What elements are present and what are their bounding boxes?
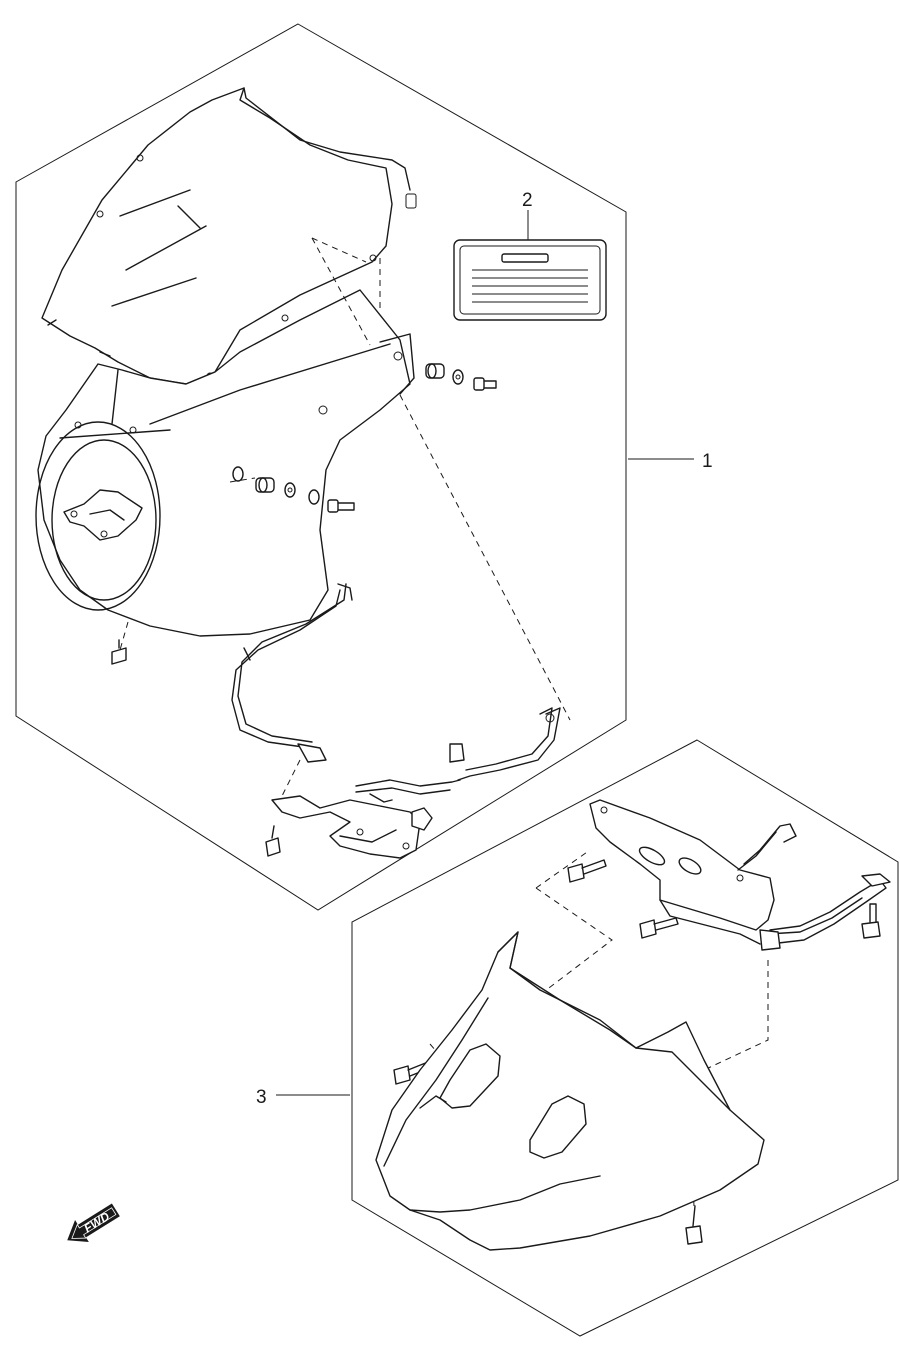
callout-3: 3 — [256, 1087, 350, 1108]
under-cowl-group — [351, 739, 899, 1337]
upper-cowl-group — [15, 23, 627, 911]
windscreen — [41, 87, 417, 385]
bracket-bolts — [393, 859, 881, 1245]
fastener-set-middle — [232, 466, 355, 513]
caution-label — [453, 239, 607, 321]
callout-2-number: 2 — [522, 190, 533, 211]
cowl-body — [35, 289, 415, 637]
under-cowl — [375, 931, 765, 1251]
under-cowl-bracket — [589, 799, 891, 951]
callout-2: 2 — [522, 190, 533, 240]
screw-lower-left — [111, 639, 127, 665]
fwd-arrow-icon: FWD — [67, 1203, 120, 1243]
callout-3-number: 3 — [256, 1087, 267, 1108]
callout-1-number: 1 — [702, 451, 713, 472]
fastener-set-upper — [425, 363, 497, 391]
cowl-stays — [231, 583, 561, 803]
group-3-frame — [351, 739, 899, 1337]
lower-bracket — [265, 795, 433, 859]
group-1-frame — [15, 23, 627, 911]
callout-1: 1 — [628, 451, 713, 472]
